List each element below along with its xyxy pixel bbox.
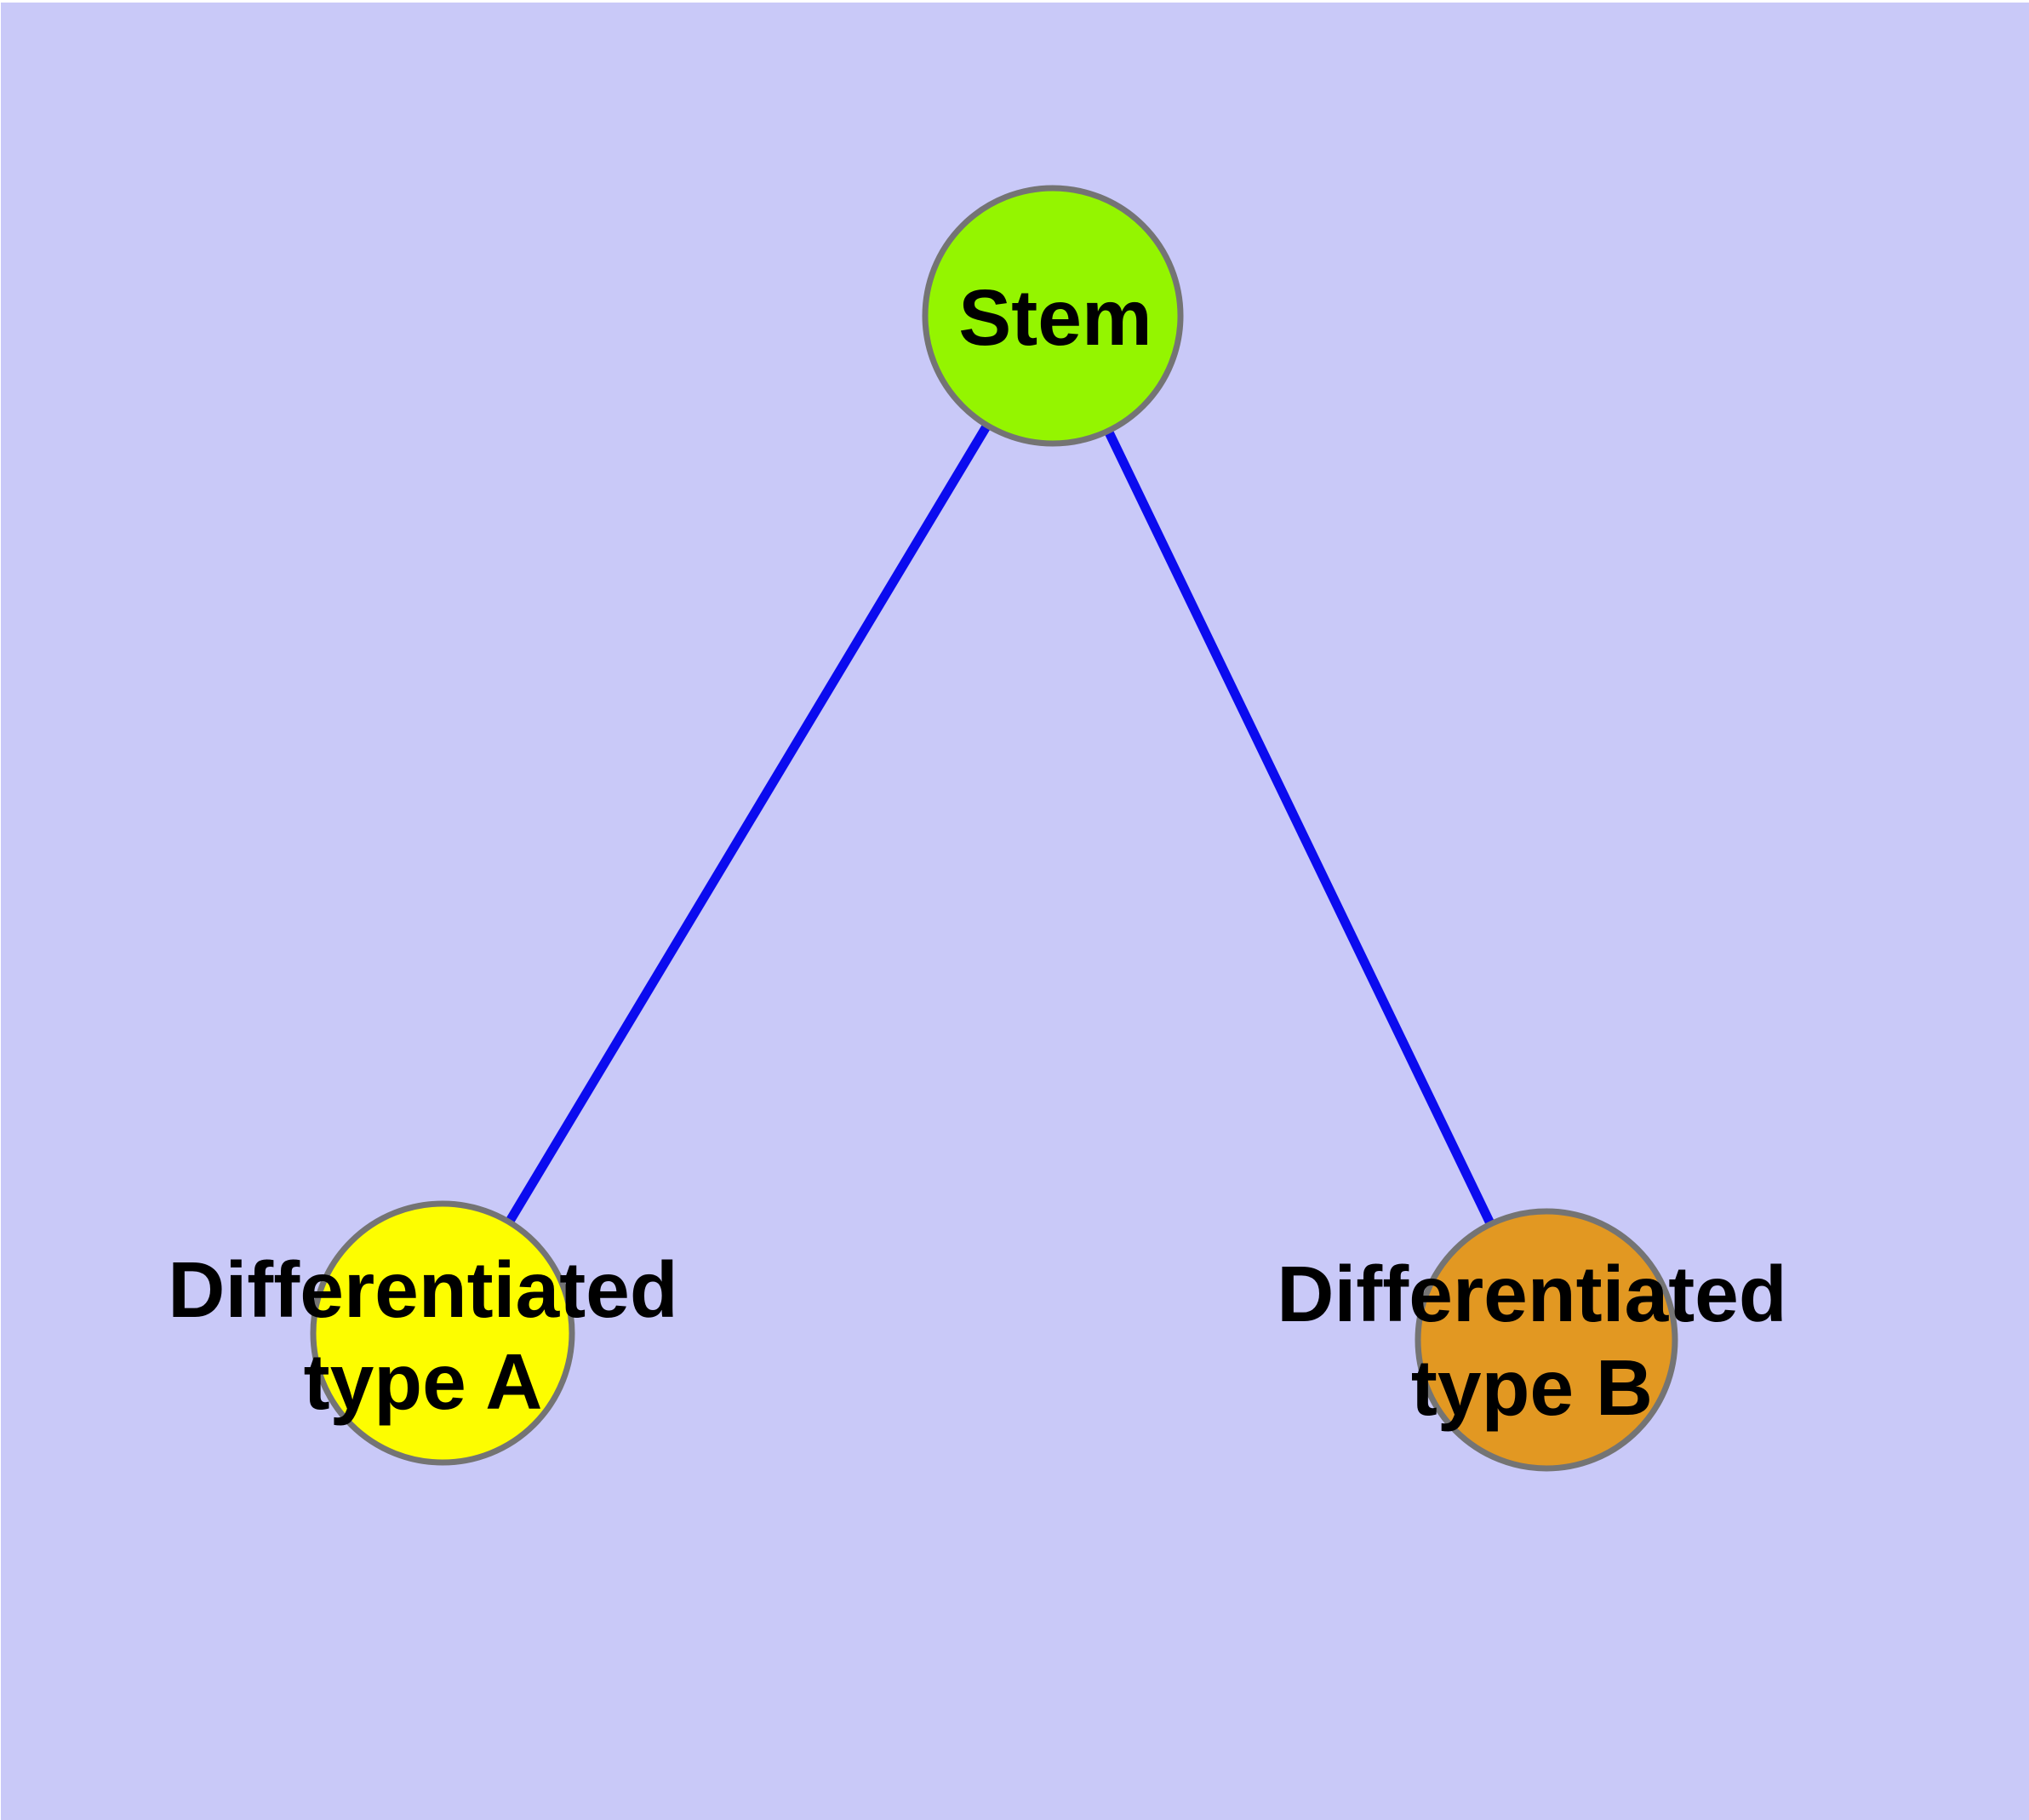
node-stem-circle [922, 185, 1184, 447]
edge-stem-to-type-a [438, 313, 1057, 1336]
node-type-b-label-line1: Differentiated [1277, 1250, 1786, 1338]
node-type-b-label-line2: type B [1411, 1343, 1653, 1432]
node-stem-label: Stem [958, 273, 1152, 362]
node-type-a-circle [310, 1200, 575, 1466]
edge-stem-to-type-b [1049, 313, 1551, 1342]
node-type-b-circle [1415, 1208, 1678, 1472]
node-type-a-label-line1: Differentiated [168, 1245, 677, 1334]
node-type-a-label-line2: type A [304, 1337, 543, 1426]
